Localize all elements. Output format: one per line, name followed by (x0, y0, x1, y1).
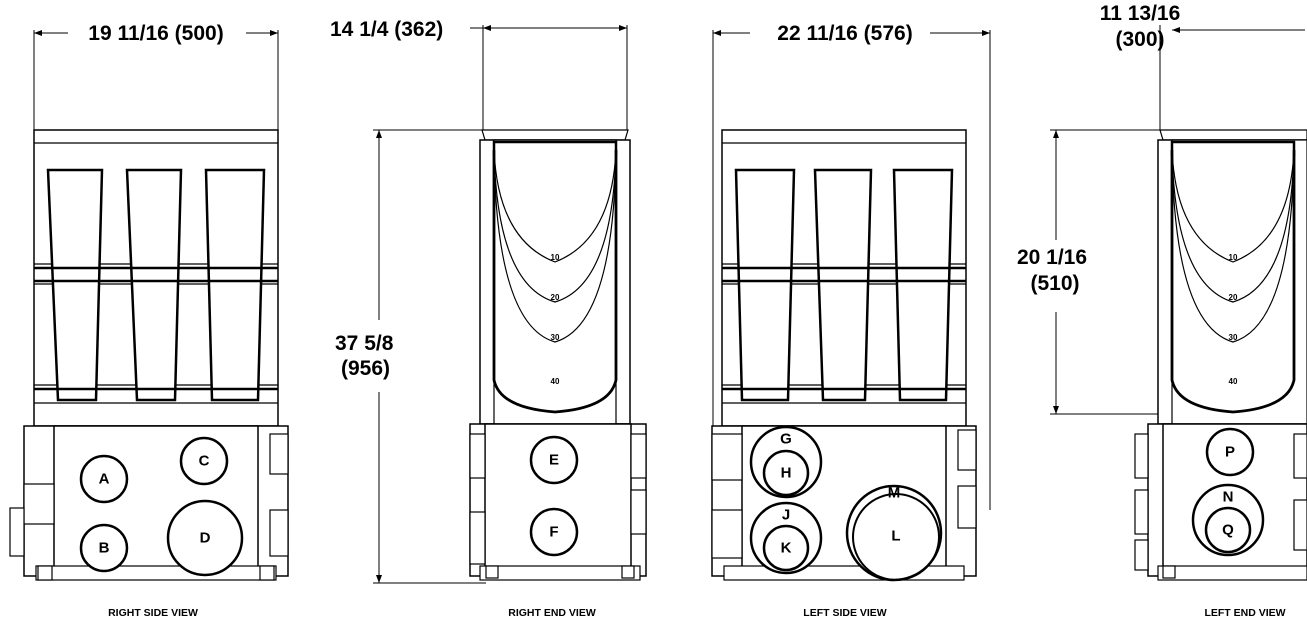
gauge-mark-10-left: 10 (1229, 253, 1238, 262)
port-label-g: G (780, 431, 792, 448)
port-label-n: N (1223, 489, 1234, 506)
port-label-q: Q (1222, 522, 1234, 539)
gauge-mark-30: 30 (551, 333, 560, 342)
caption-right-side-view: RIGHT SIDE VIEW (108, 607, 198, 619)
left-end-width-dimension-line1: 11 13/16 (1100, 2, 1181, 25)
gauge-mark-40: 40 (551, 377, 560, 386)
left-side-width-dimension: 22 11/16 (576) (777, 22, 912, 45)
left-side-view: 22 11/16 (576) G H J K M L LEFT S (711, 22, 991, 619)
caption-left-end-view: LEFT END VIEW (1204, 607, 1285, 619)
gauge-mark-30-left: 30 (1229, 333, 1238, 342)
port-label-b: B (99, 540, 110, 557)
left-end-width-dimension-line2: (300) (1115, 28, 1164, 51)
port-label-j: J (782, 507, 790, 524)
gauge-mark-20-left: 20 (1229, 293, 1238, 302)
right-side-view: 19 11/16 (500) A C B D RIGHT SI (9, 22, 289, 619)
port-label-h: H (781, 465, 792, 482)
port-label-l: L (891, 528, 900, 545)
caption-right-end-view: RIGHT END VIEW (508, 607, 596, 619)
total-height-dimension-line2: (956) (341, 357, 390, 380)
upper-height-dimension-line2: (510) (1030, 272, 1079, 295)
caption-left-side-view: LEFT SIDE VIEW (803, 607, 887, 619)
port-label-p: P (1225, 444, 1235, 461)
port-label-k: K (781, 540, 792, 557)
upper-height-dimension-line1: 20 1/16 (1017, 246, 1087, 269)
port-label-f: F (549, 524, 558, 541)
port-label-e: E (549, 452, 559, 469)
right-side-width-dimension: 19 11/16 (500) (88, 22, 223, 45)
gauge-mark-20: 20 (551, 293, 560, 302)
gauge-mark-10: 10 (551, 253, 560, 262)
port-label-m: M (888, 485, 901, 502)
right-end-view: 14 1/4 (362) 37 5/8 (956) 10 20 30 40 (330, 18, 647, 619)
total-height-dimension-line1: 37 5/8 (335, 332, 394, 355)
port-label-c: C (199, 453, 210, 470)
left-end-view: 11 13/16 (300) 20 1/16 (510) 10 20 30 40 (1017, 2, 1307, 619)
port-label-d: D (200, 530, 211, 547)
gauge-mark-40-left: 40 (1229, 377, 1238, 386)
port-label-a: A (99, 471, 110, 488)
right-end-width-dimension: 14 1/4 (362) (330, 18, 443, 41)
